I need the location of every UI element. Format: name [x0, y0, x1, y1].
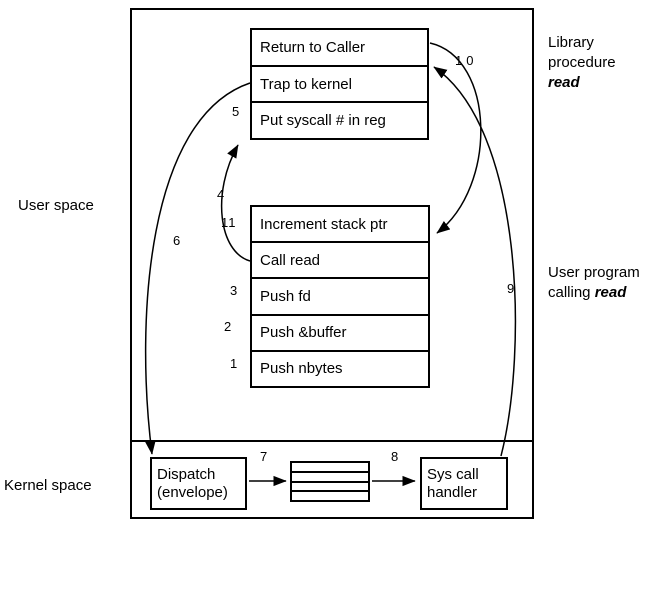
step-number-10: 10 — [455, 53, 478, 68]
label-calling: calling — [548, 284, 591, 301]
dispatch-box: Dispatch (envelope) — [150, 457, 247, 510]
dispatch-line1: Dispatch — [157, 465, 216, 483]
library-box-row-putsyscall: Put syscall # in reg — [252, 101, 427, 138]
library-procedure-box: Return to Caller Trap to kernel Put sysc… — [250, 28, 429, 140]
step-number-3: 3 — [230, 283, 239, 298]
syscall-table — [290, 461, 370, 502]
handler-line2: handler — [427, 483, 478, 501]
step-number-11: 11 — [221, 215, 237, 230]
program-box-row-callread: Call read — [252, 241, 428, 277]
step-number-7: 7 — [260, 449, 269, 464]
step-number-1: 1 — [230, 356, 239, 371]
label-library-line1: Library — [548, 34, 594, 51]
step-number-5: 5 — [232, 104, 241, 119]
syscall-table-row — [292, 463, 368, 471]
step-number-6: 6 — [173, 233, 182, 248]
syscall-table-row — [292, 470, 368, 481]
program-box-row-increment: Increment stack ptr — [260, 215, 388, 233]
program-box-row-pushbuffer: Push &buffer — [252, 313, 428, 350]
label-user-space: User space — [18, 197, 94, 214]
syscall-table-row — [292, 480, 368, 491]
label-user-program-line2: calling read — [548, 283, 640, 303]
handler-line1: Sys call — [427, 465, 479, 483]
step-number-8: 8 — [391, 449, 400, 464]
dispatch-line2: (envelope) — [157, 483, 228, 501]
label-kernel-space: Kernel space — [4, 477, 92, 494]
library-box-row-return: Return to Caller — [260, 38, 366, 56]
label-library-procedure: Library procedure read — [548, 33, 616, 93]
step-number-2: 2 — [224, 319, 233, 334]
step-number-9: 9 — [507, 281, 516, 296]
label-user-program-line1: User program — [548, 264, 640, 281]
program-box-row-pushfd: Push fd — [252, 277, 428, 313]
user-kernel-divider — [130, 440, 534, 442]
label-user-program: User program calling read — [548, 263, 640, 303]
sys-call-handler-box: Sys call handler — [420, 457, 508, 510]
program-box-row-pushnbytes: Push nbytes — [252, 349, 428, 386]
library-box-row-trap: Trap to kernel — [252, 64, 427, 102]
label-library-read: read — [548, 74, 580, 91]
label-library-line2: procedure — [548, 54, 616, 71]
syscall-table-row — [292, 490, 368, 500]
user-program-box: Increment stack ptr Call read Push fd Pu… — [250, 205, 430, 388]
label-user-program-read: read — [594, 284, 627, 301]
step-number-4: 4 — [217, 187, 226, 202]
